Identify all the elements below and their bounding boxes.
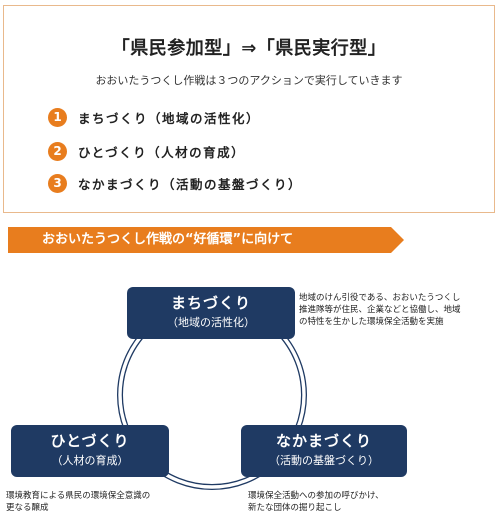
description-hitozukuri: 環境教育による県民の環境保全意識の 更なる醸成: [6, 490, 206, 514]
node-subtitle: （地域の活性化）: [167, 316, 255, 329]
section-banner: おおいたうつくし作戦の“好循環”に向けて: [8, 227, 404, 253]
cycle-node-nakamazukuri: なかまづくり （活動の基盤づくり）: [241, 425, 407, 477]
node-title: ひとづくり: [50, 432, 130, 450]
top-summary-box: 「県民参加型」⇒「県民実行型」 おおいたうつくし作戦は３つのアクションで実行して…: [3, 5, 495, 213]
number-badge: 1: [48, 107, 67, 127]
action-item-3: 3 なかまづくり（活動の基盤づくり）: [48, 173, 302, 193]
description-line: 環境保全活動への参加の呼びかけ、: [248, 491, 384, 501]
description-line: 更なる醸成: [6, 503, 49, 513]
page-title: 「県民参加型」⇒「県民実行型」: [111, 38, 387, 59]
description-machizukuri: 地域のけん引役である、おおいたうつくし 推進隊等が住民、企業などと協働し、地域 …: [299, 292, 499, 328]
number-badge: 2: [48, 141, 67, 161]
description-line: の特性を生かした環境保全活動を実施: [299, 317, 444, 327]
description-line: 推進隊等が住民、企業などと協働し、地域: [299, 305, 461, 315]
node-title: なかまづくり: [275, 432, 372, 450]
node-subtitle: （人材の育成）: [51, 454, 129, 467]
banner-arrow-shape: [8, 227, 404, 253]
description-nakamazukuri: 環境保全活動への参加の呼びかけ、 新たな団体の掘り起こし: [248, 490, 448, 514]
action-label: まちづくり（地域の活性化）: [78, 110, 261, 126]
cycle-node-machizukuri: まちづくり （地域の活性化）: [127, 287, 295, 339]
cycle-node-hitozukuri: ひとづくり （人材の育成）: [11, 425, 169, 477]
page-subtitle: おおいたうつくし作戦は３つのアクションで実行していきます: [95, 74, 403, 87]
action-label: ひとづくり（人材の育成）: [78, 144, 246, 160]
banner-title: おおいたうつくし作戦の“好循環”に向けて: [42, 232, 294, 247]
number-badge: 3: [48, 173, 67, 193]
node-title: まちづくり: [170, 294, 251, 312]
action-item-2: 2 ひとづくり（人材の育成）: [48, 141, 245, 161]
action-label: なかまづくり（活動の基盤づくり）: [78, 176, 303, 192]
description-line: 地域のけん引役である、おおいたうつくし: [299, 293, 461, 303]
description-line: 新たな団体の掘り起こし: [248, 503, 342, 513]
action-item-1: 1 まちづくり（地域の活性化）: [48, 107, 260, 127]
node-subtitle: （活動の基盤づくり）: [269, 454, 379, 467]
description-line: 環境教育による県民の環境保全意識の: [6, 491, 151, 501]
